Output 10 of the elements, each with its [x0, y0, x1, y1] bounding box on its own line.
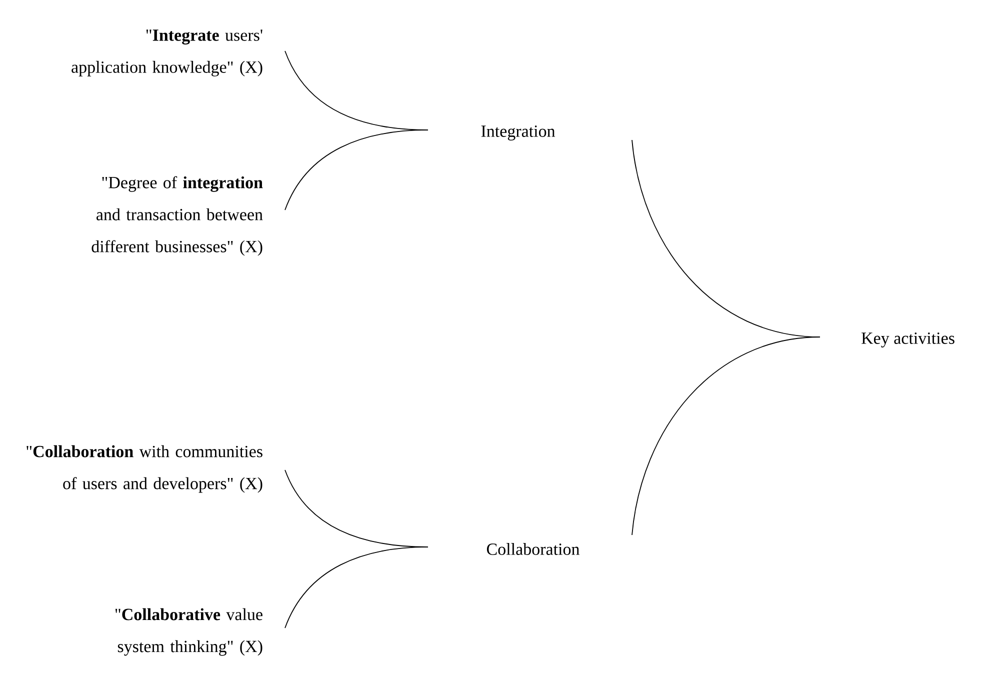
concept-label: Integration: [481, 126, 556, 140]
quote-text: "Integrate users' application knowledge" (X): [72, 30, 262, 76]
quote-text: "Collaboration with communities of users and developers" (X): [26, 445, 262, 493]
quote-text: "Degree of integration and transaction between different businesses" (X): [92, 176, 263, 256]
concept-label: Collaboration: [486, 543, 580, 555]
connector-curve: [284, 546, 428, 628]
concept-label: Key activities: [862, 332, 954, 348]
connector-curve: [632, 336, 820, 536]
connector-curve: [284, 130, 428, 210]
quote-text: "Collaborative value system thinking" (X): [115, 608, 262, 656]
